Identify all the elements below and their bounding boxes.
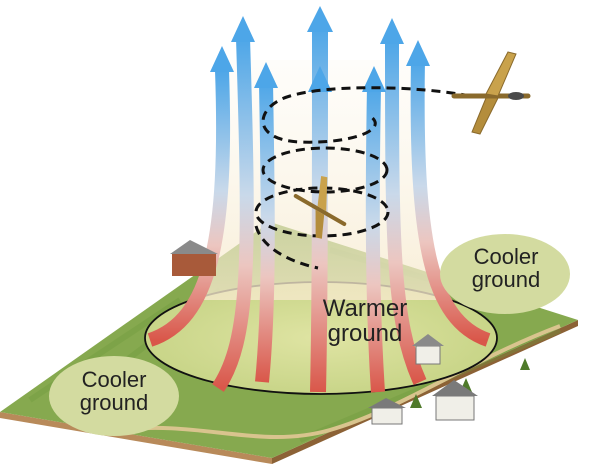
arrowhead <box>307 6 333 32</box>
grass-texture <box>28 247 562 443</box>
arrowhead <box>210 46 234 72</box>
cooler-ground-label-right: Cooler ground <box>471 244 541 293</box>
terrain-side <box>272 320 578 464</box>
arrowhead <box>406 40 430 66</box>
air-stream <box>212 37 254 392</box>
glider-icon <box>451 51 531 135</box>
house-icon <box>432 380 478 421</box>
air-stream <box>365 85 385 393</box>
house-icon <box>170 240 218 276</box>
arrowhead <box>308 66 332 92</box>
warmer-ground-label: Warmer ground <box>322 295 408 348</box>
arrowheads <box>210 6 430 92</box>
arrowhead <box>362 66 386 92</box>
glider-flight-path <box>254 86 471 270</box>
cooler-ground-label-left: Cooler ground <box>79 367 149 416</box>
arrowhead <box>380 18 404 44</box>
terrain-front <box>0 412 272 464</box>
arrowhead <box>231 16 255 42</box>
house-icon <box>368 398 406 425</box>
arrowhead <box>254 62 278 88</box>
air-stream <box>385 39 427 385</box>
label-oval-right <box>440 234 570 314</box>
house-icon <box>412 334 444 365</box>
air-stream <box>410 59 491 347</box>
label-oval-left <box>49 356 179 436</box>
glider-icon <box>293 176 347 239</box>
